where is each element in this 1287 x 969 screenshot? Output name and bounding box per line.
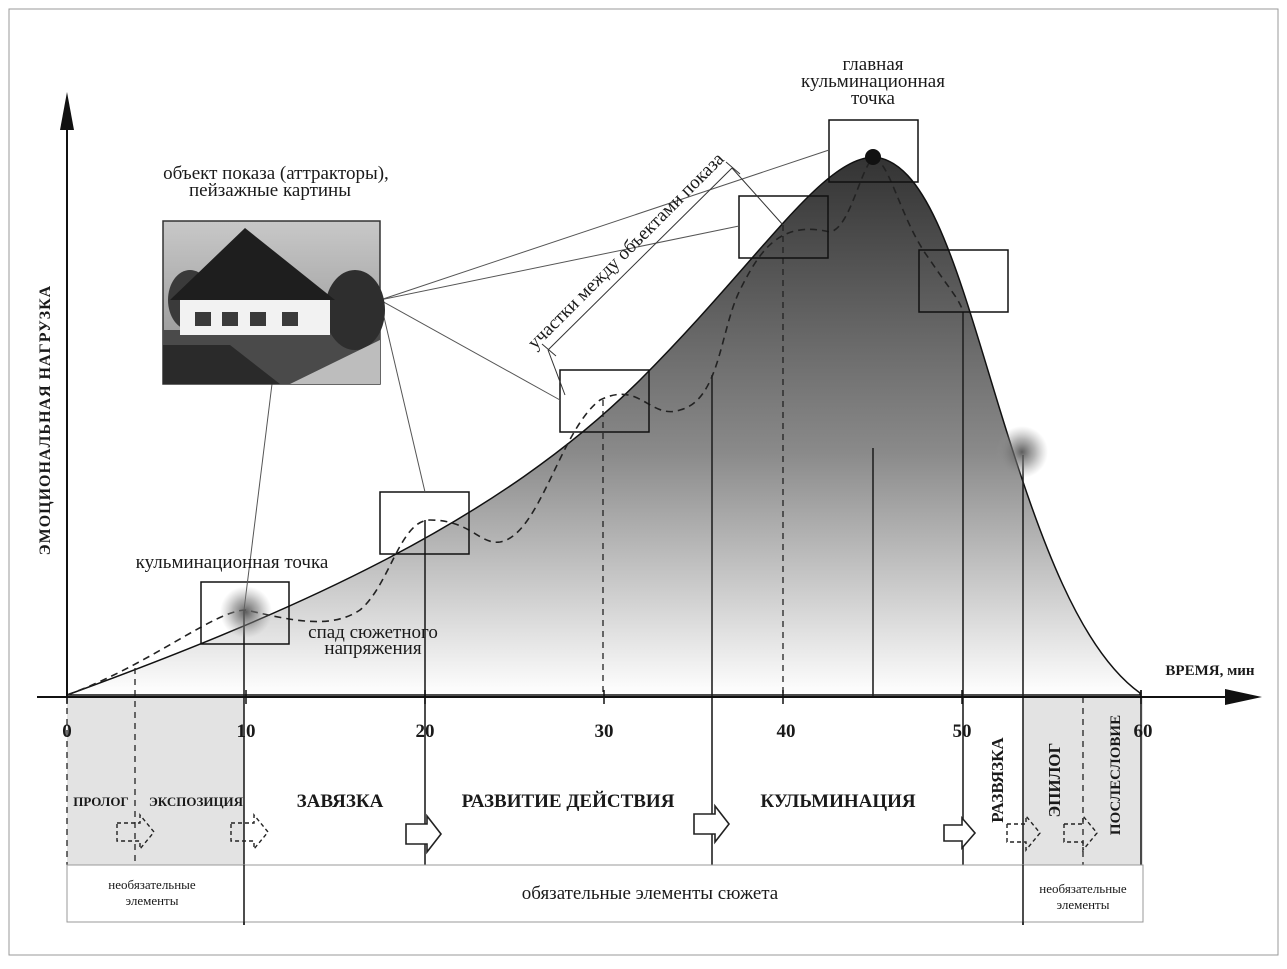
x-ticks <box>66 690 1142 704</box>
arrow-right-icon-prolog <box>116 813 155 851</box>
arrow-right-icon-development <box>693 803 731 845</box>
stage-afterword: ПОСЛЕСЛОВИЕ <box>1108 715 1124 835</box>
tick-label-50: 50 <box>953 721 972 742</box>
stage-epilog: ЭПИЛОГ <box>1045 743 1064 818</box>
object-box-6 <box>918 249 1009 313</box>
main-peak-label-1: главная <box>842 54 903 75</box>
arrow-right-icon-culmination <box>943 815 977 851</box>
object-label-1: объект показа (аттракторы), <box>163 163 389 184</box>
stage-zavyazka: ЗАВЯЗКА <box>297 791 384 812</box>
arrow-right-icon-exposition <box>230 813 269 851</box>
tick-label-40: 40 <box>777 721 796 742</box>
tick-label-60: 60 <box>1134 721 1153 742</box>
denouement-glow <box>996 426 1048 478</box>
object-label-2: пейзажные картины <box>189 180 351 201</box>
arrow-right-icon-zavyazka <box>405 813 443 855</box>
emotion-curve-dashed <box>66 157 964 696</box>
stage-prolog: ПРОЛОГ <box>73 794 129 809</box>
object-box-3 <box>559 369 650 433</box>
y-axis-label: ЭМОЦИОНАЛЬНАЯ НАГРУЗКА <box>37 285 54 555</box>
photo-connectors <box>243 149 830 611</box>
object-box-peak <box>828 119 919 183</box>
main-peak-dot <box>865 149 881 165</box>
optional-right-label-2: элементы <box>1057 897 1110 912</box>
culmination-point-label: кульминационная точка <box>136 552 329 573</box>
decline-label-2: напряжения <box>324 638 421 659</box>
culmination-glow <box>220 586 272 638</box>
mandatory-label: обязательные элементы сюжета <box>522 883 779 904</box>
optional-left-label-1: необязательные <box>108 877 196 892</box>
tick-label-30: 30 <box>595 721 614 742</box>
arrow-right-icon-epilog <box>1063 814 1098 852</box>
bottom-band <box>66 864 1144 923</box>
arrow-right-icon-razvyazka <box>1006 814 1041 852</box>
stage-development: РАЗВИТИЕ ДЕЙСТВИЯ <box>462 790 675 812</box>
tick-label-0: 0 <box>62 721 72 742</box>
object-box-1 <box>200 581 290 645</box>
stage-exposition: ЭКСПОЗИЦИЯ <box>149 794 244 809</box>
y-axis-arrow-icon <box>60 92 74 130</box>
object-box-4 <box>738 195 829 259</box>
decline-label-1: спад сюжетного <box>308 622 438 643</box>
tick-label-20: 20 <box>416 721 435 742</box>
optional-left-label-2: элементы <box>126 893 179 908</box>
main-peak-label-3: точка <box>851 88 896 109</box>
x-axis-arrow-icon <box>1225 689 1262 705</box>
optional-zone-left <box>67 697 244 865</box>
optional-right-label-1: необязательные <box>1039 881 1127 896</box>
frame-border <box>8 8 1279 956</box>
x-axis-label: ВРЕМЯ, мин <box>1165 663 1255 679</box>
main-peak-label-2: кульминационная <box>801 71 945 92</box>
house-photo-icon <box>162 220 385 385</box>
stage-culmination: КУЛЬМИНАЦИЯ <box>760 791 916 812</box>
tick-label-10: 10 <box>237 721 256 742</box>
stage-razvyazka: РАЗВЯЗКА <box>988 737 1007 823</box>
segments-measure <box>541 161 784 396</box>
